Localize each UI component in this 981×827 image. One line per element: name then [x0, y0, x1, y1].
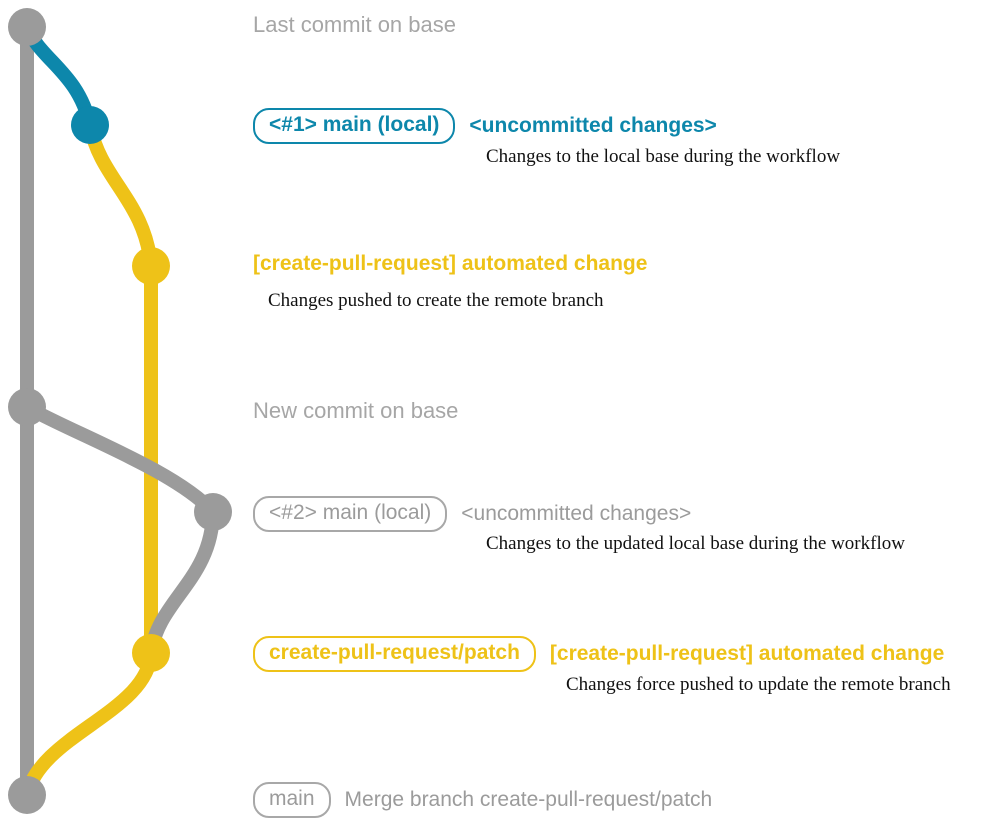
last-commit-on-base-node[interactable] [8, 8, 46, 46]
description-patch-1: Changes pushed to create the remote bran… [268, 290, 604, 311]
badge-main-local-1[interactable]: <#1> main (local) [253, 108, 456, 145]
subject-patch-1: [create-pull-request] automated change [253, 252, 648, 275]
row-local-1: <#1> main (local) <uncommitted changes> [253, 108, 717, 145]
badge-main-local-2[interactable]: <#2> main (local) [253, 496, 448, 533]
subject-local-2: <uncommitted changes> [461, 502, 692, 525]
row-merge: main Merge branch create-pull-request/pa… [253, 782, 713, 819]
description-patch-2: Changes force pushed to update the remot… [566, 674, 951, 695]
patch-to-merge-line [20, 646, 158, 802]
patch-branch-line-1 [83, 118, 158, 273]
description-local-2: Changes to the updated local base during… [486, 533, 905, 554]
badge-main[interactable]: main [253, 782, 331, 819]
subject-local-1: <uncommitted changes> [469, 114, 717, 137]
patch-commit-1-node[interactable] [132, 247, 170, 285]
row-local-2: <#2> main (local) <uncommitted changes> [253, 496, 692, 533]
local-commit-1-node[interactable] [71, 106, 109, 144]
merge-commit-node[interactable] [8, 776, 46, 814]
new-commit-on-base-node[interactable] [8, 388, 46, 426]
description-local-1: Changes to the local base during the wor… [486, 146, 841, 167]
commit-graph [8, 8, 232, 814]
row-patch-1: [create-pull-request] automated change [253, 252, 648, 275]
local-commit-2-node[interactable] [194, 493, 232, 531]
patch-commit-2-node[interactable] [132, 634, 170, 672]
badge-create-pull-request-patch[interactable]: create-pull-request/patch [253, 636, 536, 673]
row-patch-2: create-pull-request/patch [create-pull-r… [253, 636, 945, 673]
heading-new-commit-on-base: New commit on base [253, 398, 459, 423]
local-branch-line-2 [20, 400, 220, 519]
local-to-patch-line [144, 505, 220, 660]
subject-patch-2: [create-pull-request] automated change [549, 642, 945, 665]
heading-last-commit-on-base: Last commit on base [253, 12, 456, 37]
subject-merge: Merge branch create-pull-request/patch [344, 788, 713, 811]
